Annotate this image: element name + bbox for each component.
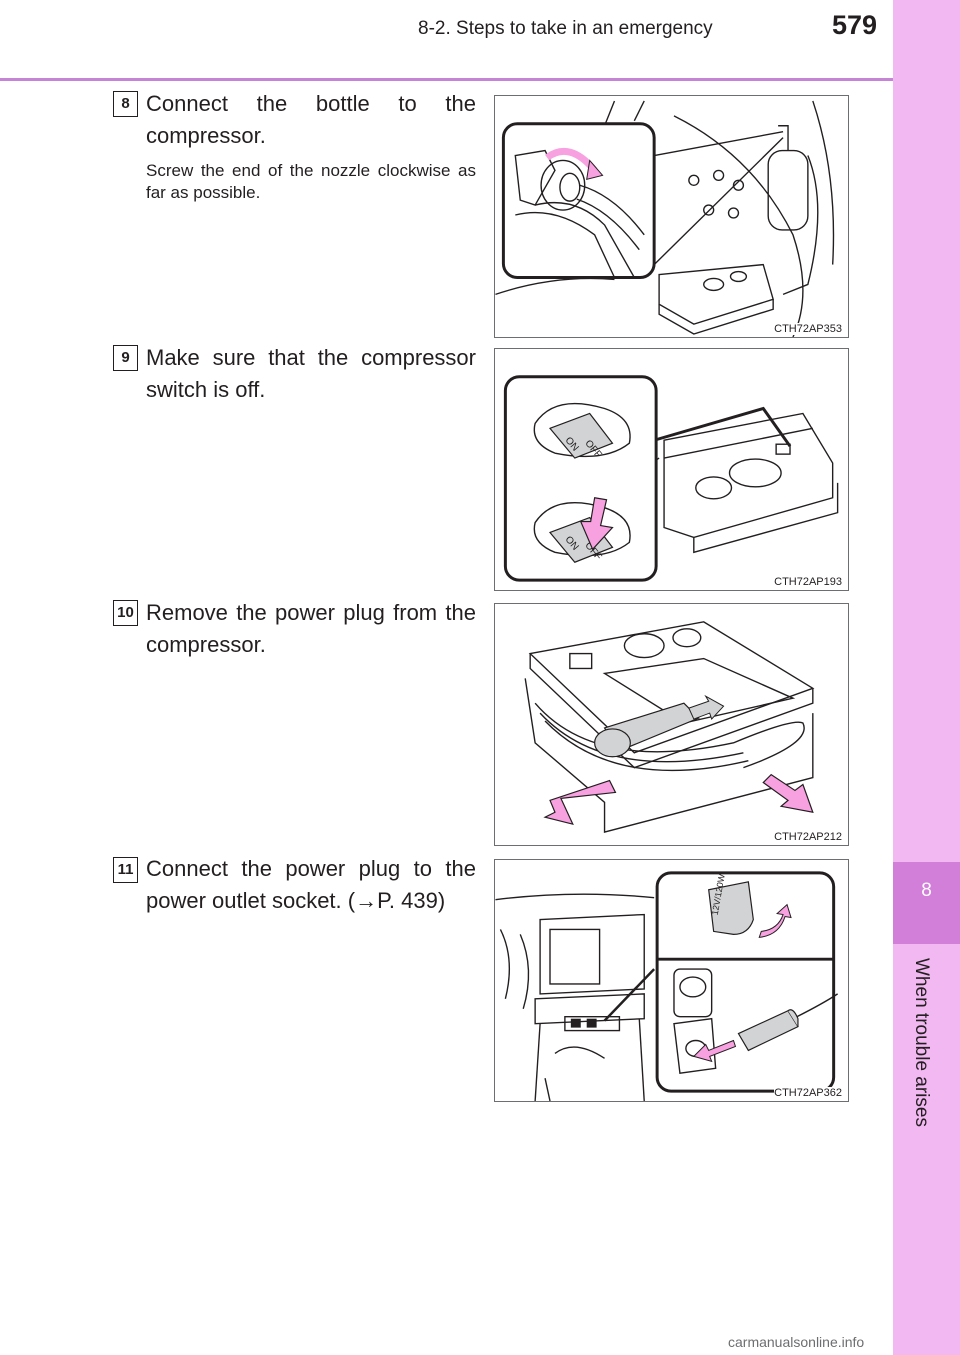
page-header: 8-2. Steps to take in an emergency 579 [0, 0, 893, 81]
power-outlet-illustration: 12V/120W [495, 871, 839, 1101]
step-9-text: Make sure that the compressor switch is … [146, 345, 476, 402]
step-10-text: Remove the power plug from the compresso… [146, 600, 476, 657]
figure-code-8: CTH72AP353 [774, 323, 842, 335]
compressor-switch-illustration: ON OFF ON OFF [503, 375, 839, 582]
page-number: 579 [832, 10, 878, 40]
step-8-subtext: Screw the end of the nozzle clockwise as… [146, 161, 476, 202]
step-number-8: 8 [113, 91, 138, 117]
step-number-11: 11 [113, 857, 138, 883]
power-plug-removal-illustration [524, 621, 815, 834]
step-8-text: Connect the bottle to the compressor. [146, 91, 476, 148]
chapter-side-tab[interactable]: 8 When trouble arises [893, 0, 960, 1355]
figure-code-11: CTH72AP362 [774, 1087, 842, 1099]
switch-top: ON OFF [549, 412, 614, 460]
figure-code-9: CTH72AP193 [774, 576, 842, 588]
section-title: 8-2. Steps to take in an emergency [418, 18, 713, 39]
step-11-text: Connect the power plug to the power outl… [146, 856, 476, 913]
step-number-9: 9 [113, 345, 138, 371]
watermark: carmanualsonline.info [728, 1334, 865, 1350]
figure-power-outlet: 12V/120W CTH72AP362 [494, 859, 849, 1102]
chapter-number: 8 [921, 880, 932, 901]
figure-compressor-switch: ON OFF ON OFF CTH72AP193 [494, 348, 849, 591]
step-number-10: 10 [113, 600, 138, 626]
chapter-title: When trouble arises [911, 958, 932, 1127]
bottle-compressor-illustration [495, 100, 835, 337]
figure-bottle-compressor: CTH72AP353 [494, 95, 849, 338]
figure-power-plug-removal: CTH72AP212 [494, 603, 849, 846]
chapter-number-box [893, 862, 960, 944]
figure-code-10: CTH72AP212 [774, 831, 842, 843]
